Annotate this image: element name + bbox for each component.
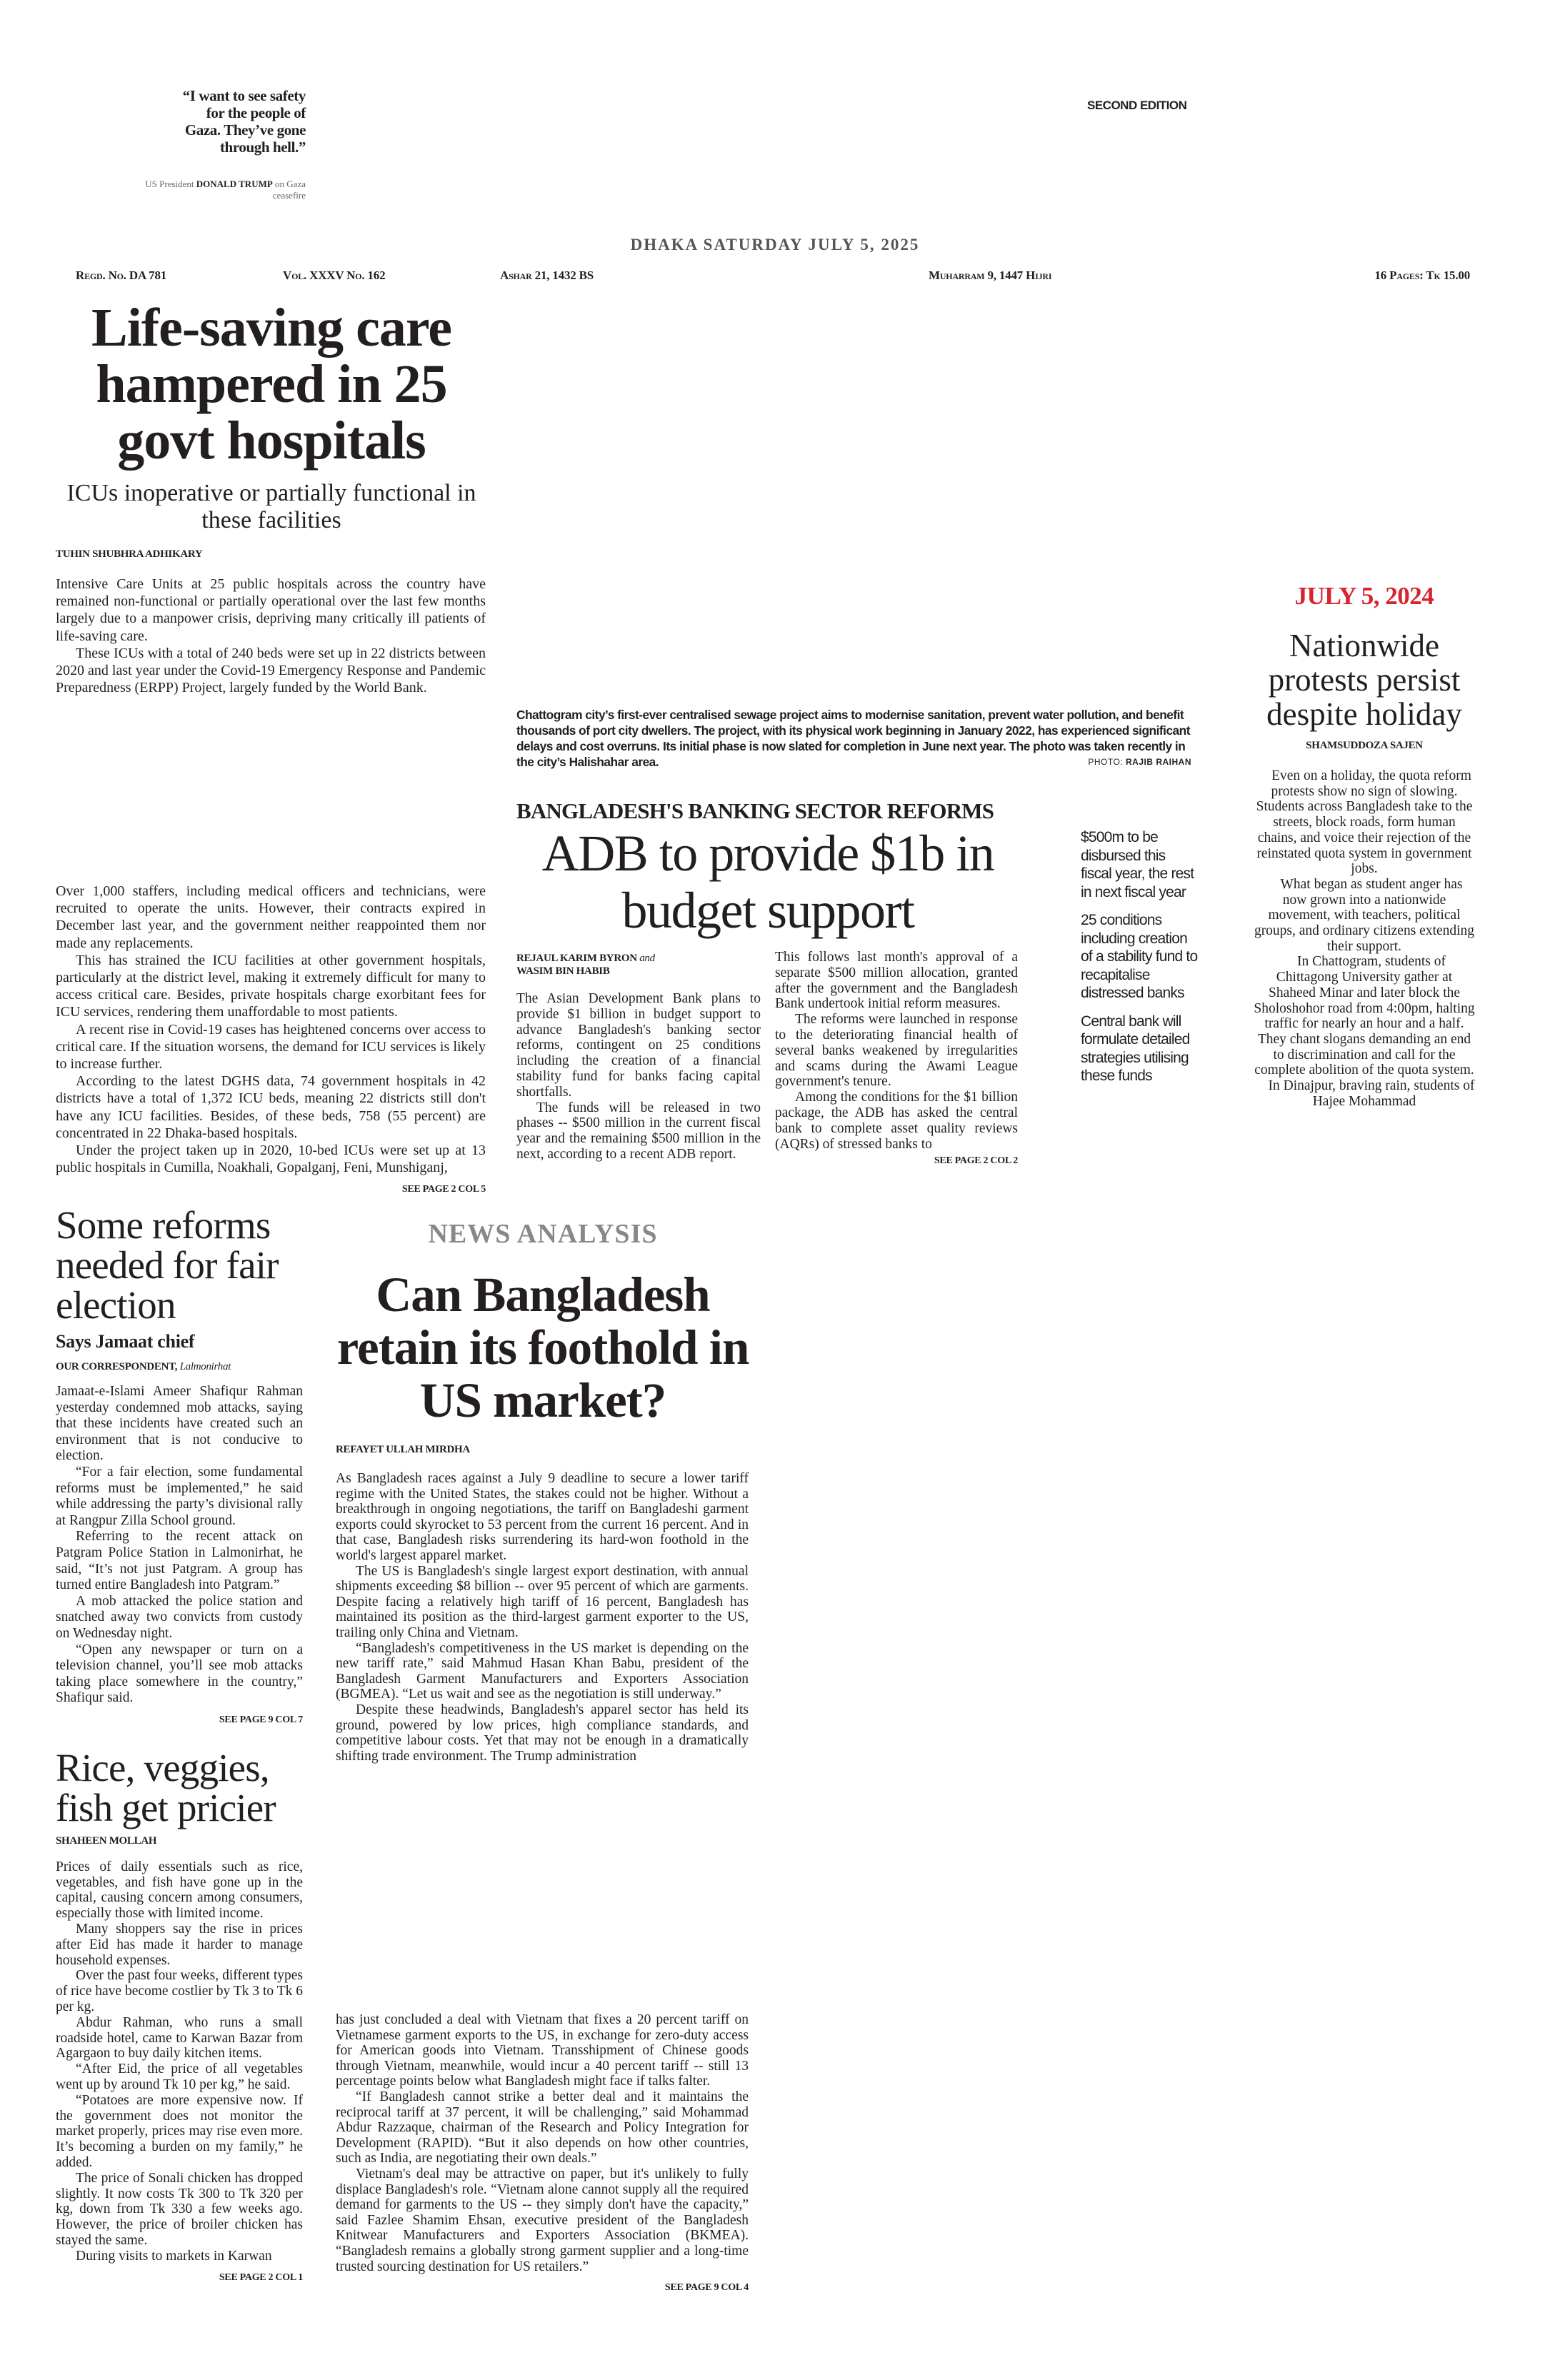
adb-kicker: BANGLADESH'S BANKING SECTOR REFORMS — [516, 798, 994, 823]
volume-number: Vol. XXXV No. 162 — [283, 268, 386, 282]
paragraph: A recent rise in Covid-19 cases has heig… — [56, 1021, 486, 1073]
analysis-kicker: NEWS ANALYSIS — [428, 1219, 658, 1249]
paragraph: Among the conditions for the $1 billion … — [775, 1090, 1018, 1152]
dateline: DHAKA SATURDAY JULY 5, 2025 — [630, 236, 920, 253]
photo-credit-label: PHOTO: — [1088, 757, 1124, 767]
adb-byline-2: WASIM BIN HABIB — [516, 965, 610, 977]
jamaat-see-page-link[interactable]: SEE PAGE 9 COL 7 — [219, 1714, 303, 1725]
paragraph: In Dinajpur, braving rain, students of H… — [1268, 1078, 1475, 1109]
pull-quote: “I want to see safety for the people of … — [182, 87, 306, 156]
adb-headline[interactable]: ADB to provide $1b in budget support — [541, 825, 995, 939]
paragraph: The reforms were launched in response to… — [775, 1012, 1018, 1090]
highlight-item: Central bank will formulate detailed str… — [1081, 1013, 1190, 1085]
anniversary-headline[interactable]: Nationwide protests persist despite holi… — [1266, 628, 1462, 732]
photo-caption-text: Chattogram city’s first-ever centralised… — [516, 708, 1190, 769]
paragraph: This follows last month's approval of a … — [775, 950, 1018, 1012]
lead-headline[interactable]: Life-saving care hampered in 25 govt hos… — [91, 298, 452, 471]
analysis-byline: REFAYET ULLAH MIRDHA — [336, 1444, 470, 1455]
highlight-item: $500m to be disbursed this fiscal year, … — [1081, 829, 1194, 900]
paragraph: Despite these headwinds, Bangladesh's ap… — [336, 1702, 749, 1764]
photo-credit-name: RAJIB RAIHAN — [1125, 757, 1191, 767]
anniversary-body: Even on a holiday, the quota reform prot… — [1254, 768, 1475, 1109]
analysis-see-page-link[interactable]: SEE PAGE 9 COL 4 — [664, 2282, 749, 2294]
adb-byline-and: and — [639, 953, 655, 964]
paragraph: Under the project taken up in 2020, 10-b… — [56, 1143, 486, 1176]
hijri-date: Muharram 9, 1447 Hijri — [929, 268, 1052, 282]
paragraph: Intensive Care Units at 25 public hospit… — [56, 576, 486, 644]
analysis-body-top: As Bangladesh races against a July 9 dea… — [336, 1471, 749, 1764]
lead-body-top: Intensive Care Units at 25 public hospit… — [56, 576, 486, 696]
jamaat-subhead: Says Jamaat chief — [56, 1331, 195, 1352]
prices-headline[interactable]: Rice, veggies, fish get pricier — [56, 1745, 276, 1829]
paragraph: During visits to markets in Karwan — [76, 2248, 272, 2264]
paragraph: Prices of daily essentials such as rice,… — [56, 1859, 303, 1922]
analysis-continuation: has just concluded a deal with Vietnam t… — [336, 2012, 749, 2294]
lead-continuation: Over 1,000 staffers, including medical o… — [56, 883, 486, 1196]
jamaat-headline[interactable]: Some reforms needed for fair election — [56, 1203, 279, 1327]
paragraph: Many shoppers say the rise in prices aft… — [56, 1922, 303, 1968]
paragraph: According to the latest DGHS data, 74 go… — [56, 1073, 486, 1141]
paragraph: “Open any newspaper or turn on a televis… — [56, 1642, 303, 1706]
quote-attr-name: DONALD TRUMP — [196, 179, 273, 189]
adb-see-page-link[interactable]: SEE PAGE 2 COL 2 — [934, 1155, 1018, 1167]
left-column: Some reforms needed for fair election Sa… — [56, 1205, 313, 2284]
paragraph: Jamaat-e-Islami Ameer Shafiqur Rahman ye… — [56, 1384, 303, 1464]
paragraph: In Chattogram, students of Chittagong Un… — [1254, 954, 1475, 1078]
lead-subhead: ICUs inoperative or partially functional… — [66, 480, 476, 533]
adb-highlights: $500m to be disbursed this fiscal year, … — [1081, 828, 1199, 1095]
registration-number: Regd. No. DA 781 — [76, 268, 167, 282]
paragraph: “After Eid, the price of all vegetables … — [56, 2062, 303, 2093]
bangla-date: Ashar 21, 1432 BS — [500, 268, 594, 282]
paragraph: Over the past four weeks, different type… — [56, 1968, 303, 2015]
paragraph: Referring to the recent attack on Patgra… — [56, 1529, 303, 1593]
quote-attr-suffix: on Gaza ceasefire — [272, 179, 306, 201]
paragraph: The price of Sonali chicken has dropped … — [56, 2170, 303, 2248]
pages-price: 16 Pages: Tk 15.00 — [1374, 268, 1471, 282]
lead-byline: TUHIN SHUBHRA ADHIKARY — [56, 548, 203, 560]
jamaat-byline: OUR CORRESPONDENT, Lalmonirhat — [56, 1360, 313, 1374]
paragraph: Even on a holiday, the quota reform prot… — [1256, 768, 1473, 877]
paragraph: Abdur Rahman, who runs a small roadside … — [56, 2014, 303, 2062]
photo-credit: PHOTO: RAJIB RAIHAN — [1088, 754, 1191, 770]
analysis-headline[interactable]: Can Bangladesh retain its foothold in US… — [336, 1267, 750, 1427]
jamaat-byline-name: OUR CORRESPONDENT, — [56, 1361, 178, 1372]
adb-body-col1: The Asian Development Bank plans to prov… — [516, 991, 761, 1163]
adb-body-col2: This follows last month's approval of a … — [775, 950, 1018, 1152]
quote-attribution: US President DONALD TRUMP on Gaza ceasef… — [143, 179, 306, 201]
paragraph: These ICUs with a total of 240 beds were… — [56, 645, 486, 696]
paragraph: “If Bangladesh cannot strike a better de… — [336, 2089, 749, 2166]
paragraph: The funds will be released in two phases… — [516, 1100, 761, 1162]
photo-caption: Chattogram city’s first-ever centralised… — [516, 707, 1191, 770]
highlight-item: 25 conditions including creation of a st… — [1081, 912, 1198, 1001]
quote-attr-prefix: US President — [145, 179, 194, 189]
paragraph: Vietnam's deal may be attractive on pape… — [336, 2166, 749, 2274]
prices-see-page-link[interactable]: SEE PAGE 2 COL 1 — [219, 2271, 303, 2283]
jamaat-dateline: Lalmonirhat — [179, 1361, 231, 1372]
lead-see-page-link[interactable]: SEE PAGE 2 COL 5 — [401, 1184, 486, 1195]
lead-body-bottom: Over 1,000 staffers, including medical o… — [56, 883, 486, 1176]
paragraph: “Potatoes are more expensive now. If the… — [56, 2092, 303, 2171]
analysis-body-bottom: has just concluded a deal with Vietnam t… — [336, 2012, 749, 2274]
adb-col2: This follows last month's approval of a … — [775, 950, 1018, 1168]
edition-label: SECOND EDITION — [1087, 99, 1187, 112]
paragraph: The Asian Development Bank plans to prov… — [516, 991, 761, 1100]
adb-byline-1: REJAUL KARIM BYRON — [516, 953, 637, 964]
anniversary-byline: SHAMSUDDOZA SAJEN — [1306, 740, 1423, 751]
paragraph: A mob attacked the police station and sn… — [56, 1593, 303, 1641]
paragraph: “For a fair election, some fundamental r… — [56, 1464, 303, 1528]
jamaat-body: Jamaat-e-Islami Ameer Shafiqur Rahman ye… — [56, 1384, 303, 1707]
paragraph: This has strained the ICU facilities at … — [56, 952, 486, 1020]
paragraph: has just concluded a deal with Vietnam t… — [336, 2012, 749, 2089]
prices-byline: SHAHEEN MOLLAH — [56, 1834, 157, 1847]
paragraph: The US is Bangladesh's single largest ex… — [336, 1563, 749, 1640]
prices-body: Prices of daily essentials such as rice,… — [56, 1859, 303, 2264]
paragraph: “Bangladesh's competitiveness in the US … — [336, 1640, 749, 1702]
paragraph: What began as student anger has now grow… — [1254, 876, 1475, 954]
paragraph: As Bangladesh races against a July 9 dea… — [336, 1471, 749, 1563]
paragraph: Over 1,000 staffers, including medical o… — [56, 883, 486, 951]
anniversary-date: JULY 5, 2024 — [1294, 582, 1434, 610]
